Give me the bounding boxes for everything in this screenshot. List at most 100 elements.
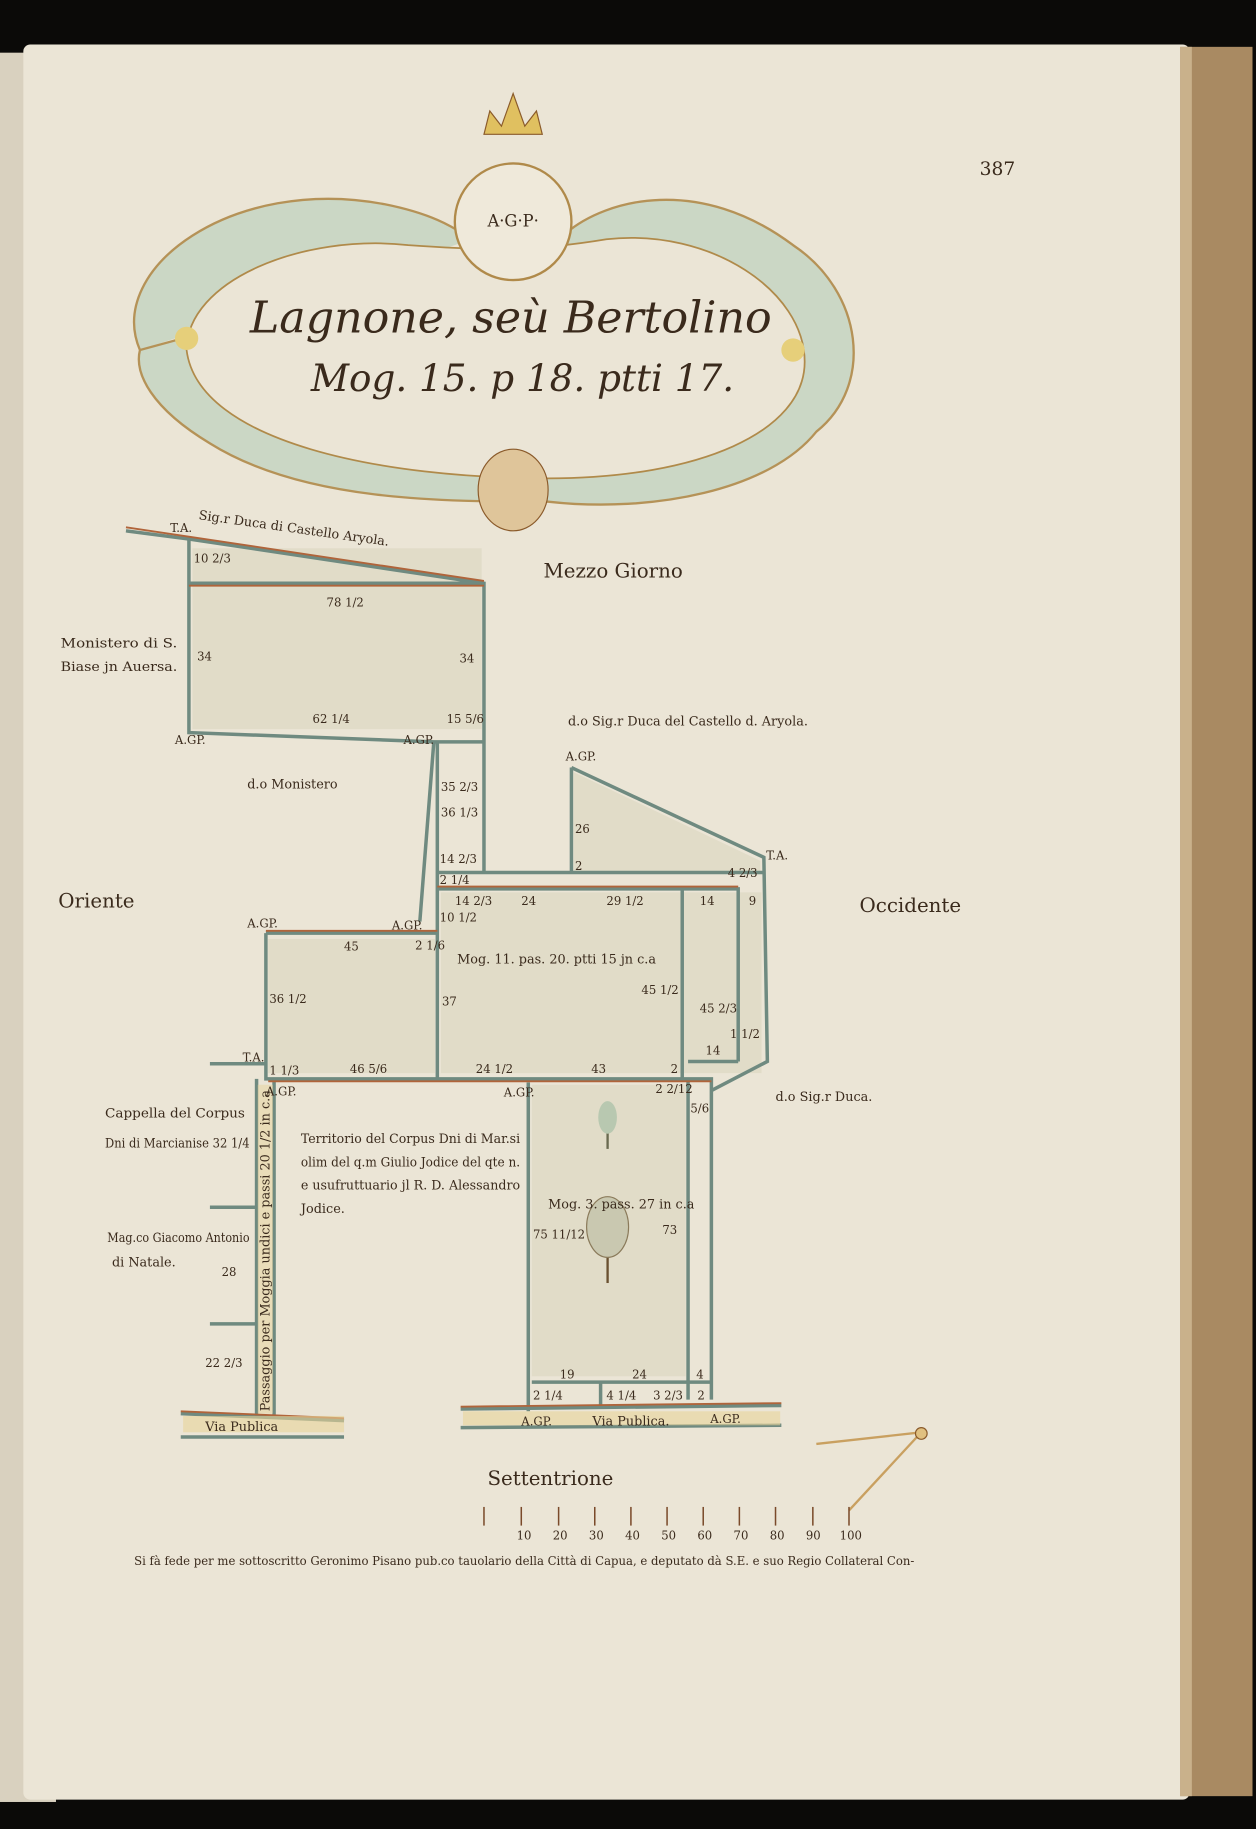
label-north: Settentrione [487, 1467, 613, 1490]
svg-text:2: 2 [575, 859, 582, 873]
svg-text:A.GP.: A.GP. [520, 1414, 552, 1428]
svg-text:5/6: 5/6 [690, 1102, 709, 1116]
svg-text:22 2/3: 22 2/3 [205, 1356, 242, 1370]
svg-text:26: 26 [575, 822, 590, 836]
svg-text:45: 45 [344, 940, 359, 954]
svg-text:70: 70 [734, 1529, 749, 1543]
territorio-1: Territorio del Corpus Dni di Mar.si [301, 1132, 520, 1147]
svg-text:10: 10 [517, 1529, 532, 1543]
via-publica-left: Via Publica [204, 1420, 278, 1435]
svg-text:T.A.: T.A. [170, 521, 192, 535]
svg-text:10 1/2: 10 1/2 [440, 910, 477, 924]
svg-text:24: 24 [632, 1368, 647, 1382]
svg-text:43: 43 [591, 1062, 606, 1076]
svg-text:A.GP.: A.GP. [403, 733, 435, 747]
svg-text:36 1/3: 36 1/3 [441, 806, 478, 820]
svg-text:19: 19 [560, 1368, 575, 1382]
svg-text:45 2/3: 45 2/3 [700, 1001, 737, 1015]
territorio-2: olim del q.m Giulio Jodice del qte n. [301, 1155, 520, 1170]
svg-text:A.GP.: A.GP. [391, 919, 423, 933]
compass-needle-icon [816, 1427, 928, 1512]
via-publica-right: Via Publica. [591, 1414, 669, 1429]
orb [453, 162, 573, 282]
svg-text:100: 100 [840, 1529, 862, 1543]
svg-text:4: 4 [696, 1368, 703, 1382]
svg-text:35 2/3: 35 2/3 [441, 780, 478, 794]
svg-text:46 5/6: 46 5/6 [350, 1062, 387, 1076]
svg-text:80: 80 [770, 1529, 785, 1543]
svg-text:34: 34 [197, 649, 212, 663]
svg-text:14 2/3: 14 2/3 [440, 852, 477, 866]
svg-text:20: 20 [553, 1529, 568, 1543]
svg-text:15 5/6: 15 5/6 [447, 712, 484, 726]
page-stack [1180, 46, 1253, 1797]
svg-text:36 1/2: 36 1/2 [269, 992, 306, 1006]
svg-text:2 1/4: 2 1/4 [440, 873, 470, 887]
svg-text:A.GP.: A.GP. [174, 733, 206, 747]
svg-text:34: 34 [459, 652, 474, 666]
parcel-lower-area: Mog. 3. pass. 27 in c.a [548, 1197, 695, 1212]
svg-text:75 11/12: 75 11/12 [533, 1228, 585, 1242]
parcel-main-area: Mog. 11. pas. 20. ptti 15 jn c.a [457, 952, 656, 967]
cartouche-subtitle: Mog. 15. p 18. ptti 17. [310, 356, 734, 400]
svg-text:4 2/3: 4 2/3 [728, 866, 758, 880]
svg-text:2: 2 [671, 1062, 678, 1076]
bull-head-ornament [477, 448, 549, 532]
svg-text:10 2/3: 10 2/3 [194, 551, 231, 565]
svg-text:37: 37 [442, 994, 457, 1008]
svg-text:60: 60 [697, 1529, 712, 1543]
neighbor-monastery-1: Monistero di S. [61, 636, 178, 651]
svg-text:45 1/2: 45 1/2 [641, 983, 678, 997]
svg-text:1 1/3: 1 1/3 [269, 1063, 299, 1077]
svg-text:T.A.: T.A. [766, 849, 788, 863]
label-south: Mezzo Giorno [543, 559, 682, 582]
svg-text:73: 73 [662, 1223, 677, 1237]
passaggio-label: Passaggio per Moggia undici e passi 20 1… [258, 1090, 273, 1411]
label-west: Occidente [859, 894, 961, 917]
svg-text:28: 28 [222, 1265, 237, 1279]
svg-text:14: 14 [700, 894, 715, 908]
label-east: Oriente [58, 890, 134, 913]
svg-text:A.GP.: A.GP. [709, 1412, 741, 1426]
svg-text:14 2/3: 14 2/3 [455, 894, 492, 908]
tree-icon [586, 1101, 630, 1284]
neighbor-natale-2: di Natale. [112, 1256, 176, 1271]
neighbor-cappella-2: Dni di Marcianise 32 1/4 [105, 1137, 250, 1152]
measurements: 10 2/3 78 1/2 34 34 62 1/4 15 5/6 35 2/3… [194, 551, 760, 1402]
svg-text:1 1/2: 1 1/2 [730, 1027, 760, 1041]
svg-text:2 1/4: 2 1/4 [533, 1389, 563, 1403]
svg-text:9: 9 [749, 894, 756, 908]
svg-text:T.A.: T.A. [243, 1050, 265, 1064]
svg-text:A.GP.: A.GP. [265, 1084, 297, 1098]
svg-text:29 1/2: 29 1/2 [606, 894, 643, 908]
svg-text:24: 24 [521, 894, 536, 908]
boundary-markers: T.A. A.GP. A.GP. A.GP. T.A. A.GP. A.GP. … [170, 521, 788, 1428]
svg-text:40: 40 [625, 1529, 640, 1543]
neighbor-monastery-2: Biase jn Auersa. [61, 660, 178, 675]
attestation-text: Si fà fede per me sottoscritto Geronimo … [134, 1554, 914, 1568]
svg-text:62 1/4: 62 1/4 [313, 712, 350, 726]
svg-text:2 2/12: 2 2/12 [655, 1082, 692, 1096]
svg-text:4 1/4: 4 1/4 [606, 1389, 636, 1403]
svg-text:A.GP.: A.GP. [246, 916, 278, 930]
scale-bar [483, 1506, 850, 1526]
cartouche-monogram: A·G·P· [486, 211, 538, 230]
svg-text:14: 14 [706, 1043, 721, 1057]
page-number: 387 [980, 159, 1016, 180]
svg-text:A.GP.: A.GP. [503, 1085, 535, 1099]
svg-text:90: 90 [806, 1529, 821, 1543]
territorio-4: Jodice. [299, 1202, 345, 1217]
cartouche-title: Lagnone, seù Bertolino [249, 293, 772, 344]
scale-labels: 10 20 30 40 50 60 70 80 90 100 [517, 1529, 862, 1543]
svg-text:2 1/6: 2 1/6 [415, 938, 445, 952]
neighbor-duke-low: d.o Sig.r Duca. [776, 1090, 873, 1105]
svg-text:50: 50 [661, 1529, 676, 1543]
territorio-3: e usufruttuario jl R. D. Alessandro [301, 1179, 521, 1194]
svg-text:A.GP.: A.GP. [565, 750, 597, 764]
svg-text:24 1/2: 24 1/2 [476, 1062, 513, 1076]
neighbor-top-right: d.o Sig.r Duca del Castello d. Aryola. [568, 715, 808, 730]
neighbor-cappella-1: Cappella del Corpus [105, 1106, 245, 1121]
neighbor-natale-1: Mag.co Giacomo Antonio [107, 1231, 250, 1246]
svg-text:2: 2 [697, 1389, 704, 1403]
